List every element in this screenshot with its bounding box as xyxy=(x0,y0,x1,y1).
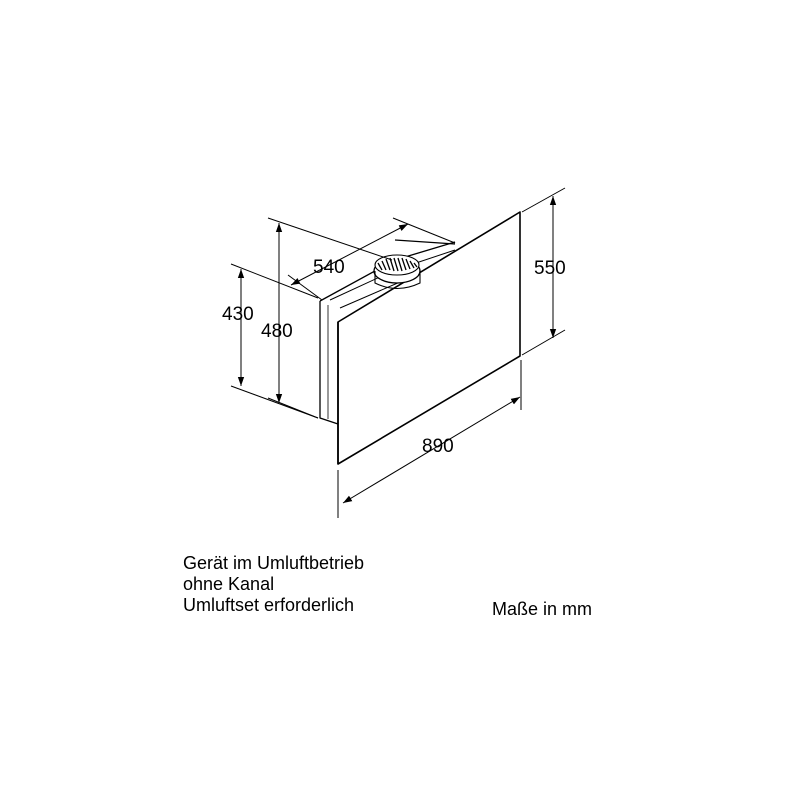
dimension-label-depth: 540 xyxy=(313,257,345,278)
hood-top-back-edge xyxy=(394,239,456,245)
extension-line xyxy=(230,263,319,299)
units-label: Maße in mm xyxy=(492,599,593,619)
extension-line xyxy=(287,274,323,301)
extension-line xyxy=(230,385,319,419)
dimension-line xyxy=(342,396,521,504)
dimension-label-front-height: 550 xyxy=(534,258,566,279)
dimension-550 xyxy=(521,187,566,356)
dimension-label-body-height: 430 xyxy=(222,304,254,325)
extension-line xyxy=(267,217,393,261)
dimension-label-width: 890 xyxy=(422,436,454,457)
dimension-label-side-height: 480 xyxy=(261,321,293,342)
hood-side-face xyxy=(319,301,339,425)
dimension-540 xyxy=(287,217,456,301)
dimension-430 xyxy=(230,263,319,419)
dimension-line xyxy=(290,223,409,286)
extension-line xyxy=(521,329,566,356)
dimension-890 xyxy=(337,360,522,518)
hood-body xyxy=(319,211,521,465)
extension-line xyxy=(392,217,456,244)
installation-notes: Gerät im Umluftbetrieb ohne Kanal Umluft… xyxy=(183,553,364,616)
note-line: ohne Kanal xyxy=(183,574,275,594)
note-line: Gerät im Umluftbetrieb xyxy=(183,553,365,573)
note-line: Umluftset erforderlich xyxy=(183,595,355,615)
extension-line xyxy=(521,187,566,213)
